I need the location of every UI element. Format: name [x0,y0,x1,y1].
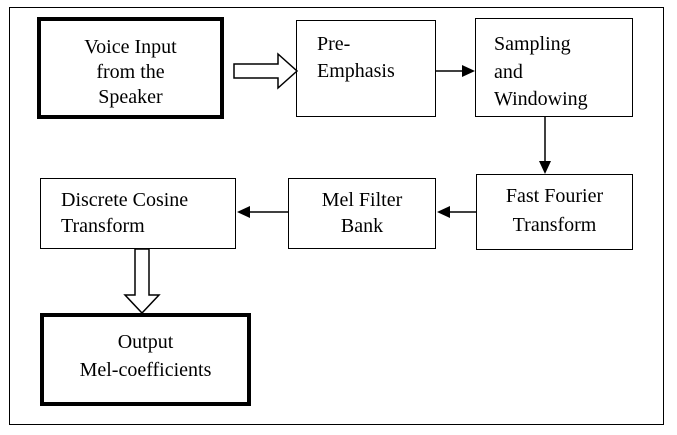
arrow-sampling-to-fft [539,117,551,174]
node-voice-input-line-1: Voice Input [84,36,177,58]
node-pre-emphasis-line-1: Pre- [317,33,351,55]
node-pre-emphasis-line-2: Emphasis [317,60,395,82]
node-dct-line-1: Discrete Cosine [61,189,189,211]
node-mel-filter-line-1: Mel Filter [321,189,403,211]
node-output: Output Mel-coefficients [40,313,251,406]
node-fft: Fast Fourier Transform [476,174,633,250]
diagram-frame [9,7,664,425]
arrow-fft-to-mel [437,206,476,218]
node-output-line-2: Mel-coefficients [79,359,212,381]
arrow-dct-to-output [123,248,161,315]
node-sampling-windowing: Sampling and Windowing [475,18,633,117]
node-mel-filter-bank: Mel Filter Bank [288,178,436,249]
node-sampling-line-3: Windowing [494,88,588,110]
node-fft-line-1: Fast Fourier [505,185,604,207]
node-pre-emphasis: Pre- Emphasis [296,20,436,117]
node-sampling-line-2: and [494,61,523,83]
node-voice-input: Voice Input from the Speaker [37,17,224,119]
node-voice-input-line-2: from the [96,61,165,83]
node-output-line-1: Output [117,331,174,353]
node-voice-input-line-3: Speaker [98,86,163,108]
node-mel-filter-line-2: Bank [340,215,384,237]
arrow-preemphasis-to-sampling [436,65,475,77]
arrow-voice-to-preemphasis [233,52,299,90]
arrow-mel-to-dct [237,206,288,218]
node-sampling-line-1: Sampling [494,33,571,55]
node-dct-line-2: Transform [61,215,145,237]
node-fft-line-2: Transform [512,214,597,236]
